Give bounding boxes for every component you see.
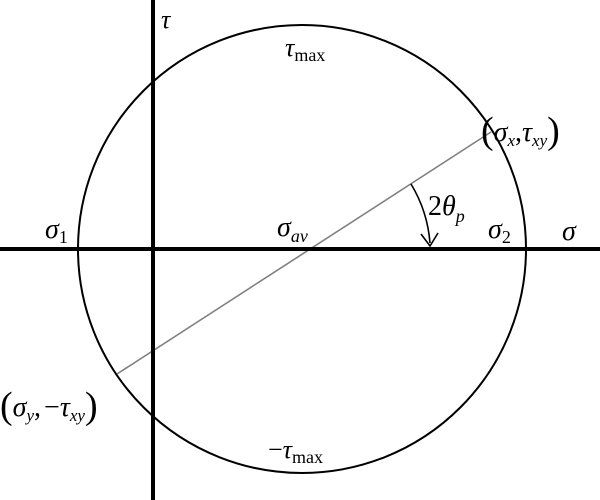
angle-label: 2θp <box>428 191 465 226</box>
neg-tau-max-label: −τmax <box>268 435 323 467</box>
angle-arc <box>410 183 431 244</box>
tau-axis-label: τ <box>161 5 172 34</box>
point-x-label: (σx,τxy) <box>481 110 560 152</box>
sigma-1-label: σ1 <box>45 214 68 247</box>
sigma-2-label: σ2 <box>488 214 511 247</box>
diameter-line <box>116 131 492 375</box>
angle-arrowhead <box>420 232 439 248</box>
point-y-label: (σy,−τxy) <box>0 385 98 427</box>
tau-max-label: τmax <box>285 33 325 65</box>
sigma-axis-label: σ <box>562 216 577 247</box>
sigma-av-label: σav <box>277 212 308 246</box>
